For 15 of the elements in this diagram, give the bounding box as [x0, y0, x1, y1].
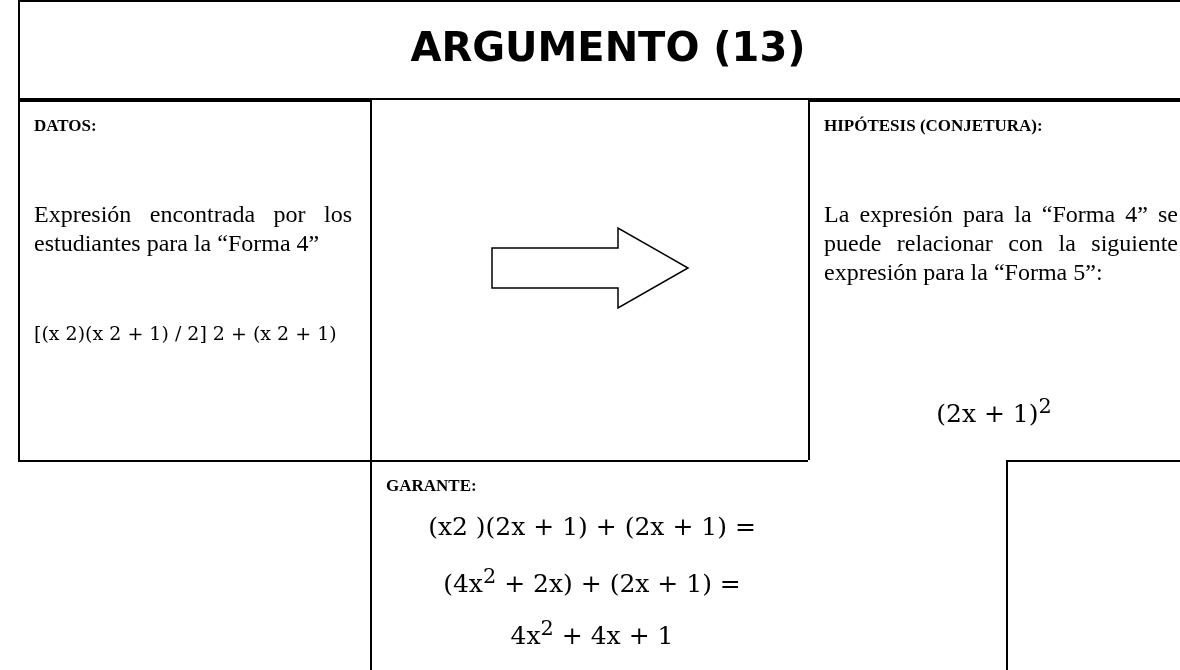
formula: (x2 )(2x + 1) + (2x + 1) = [427, 512, 757, 541]
table-cell [808, 100, 1180, 462]
cell-heading: DATOS: [34, 116, 98, 136]
cell-heading: HIPÓTESIS (CONJETURA): [824, 116, 1044, 136]
table-cell [370, 460, 810, 670]
block-arrow [491, 226, 690, 310]
diagram-title: ARGUMENTO (13) [409, 24, 807, 70]
table-cell [18, 100, 372, 462]
cell-heading: GARANTE: [386, 476, 478, 496]
formula: (4x$^{2}$ + 2x) + (2x + 1) = [442, 564, 742, 599]
formula: (2x + 1)$^{2}$ [935, 394, 1053, 429]
formula: 4x$^{2}$ + 4x + 1 [509, 616, 675, 651]
cell-text: Expresión encontrada por los estudiantes para la “Forma 4” [34, 200, 352, 258]
cell-text: La expresión para la “Forma 4” se puede relacionar con la siguiente expresión para la “Forma 5”: [824, 200, 1178, 287]
formula: [(x 2)(x 2 + 1) / 2] 2 + (x 2 + 1) [34, 322, 338, 344]
